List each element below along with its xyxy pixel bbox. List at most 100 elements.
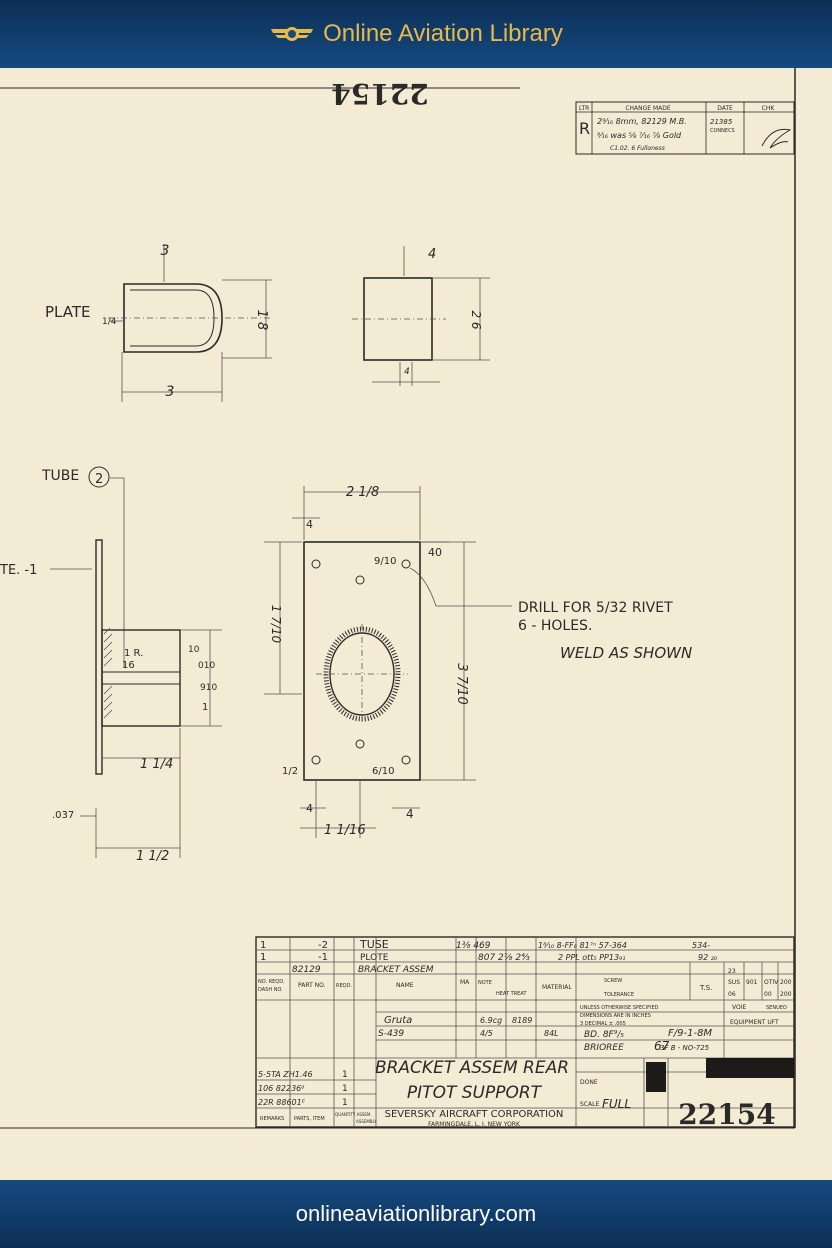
rev-line-1: 2⁹⁄₁₆ 8mm, 82129 M.B. bbox=[597, 117, 687, 126]
code-d: OTIV bbox=[764, 979, 779, 986]
note-weld: WELD AS SHOWN bbox=[560, 644, 692, 662]
dim-18: 1 8 bbox=[254, 310, 269, 331]
dim-10: 10 bbox=[188, 645, 200, 655]
scale-value: FULL bbox=[602, 1097, 631, 1111]
bom-2-dash: -1 bbox=[318, 952, 328, 963]
code-b: SUS bbox=[728, 979, 740, 986]
rev-col-ltr: LTR bbox=[579, 105, 589, 112]
small-row-3: 22R 88601ᴱ bbox=[258, 1098, 306, 1107]
revision-block: LTR CHANGE MADE DATE CHK R 2⁹⁄₁₆ 8mm, 82… bbox=[575, 101, 795, 155]
rev-col-change: CHANGE MADE bbox=[625, 105, 671, 112]
sub-number: 82129 bbox=[292, 965, 321, 975]
code-e: 200 bbox=[780, 979, 792, 986]
rev-line-2: ⁹⁄₁₆ was ⁵⁄₈ ⁷⁄₁₆ ⁷⁄₈ Gold bbox=[597, 131, 682, 140]
approve-label: UNLESS OTHERWISE SPECIFIED bbox=[580, 1005, 659, 1011]
dim-3-bottom: 3 bbox=[166, 384, 175, 400]
code-c: 901 bbox=[746, 979, 758, 986]
footer-code-3: QUANTITY ASSEM. bbox=[335, 1112, 372, 1117]
site-name: Online Aviation Library bbox=[323, 20, 563, 47]
title-line-2: PITOT SUPPORT bbox=[407, 1083, 543, 1103]
rev-date: 21385 bbox=[710, 118, 733, 126]
plate-side-label: TE. -1 bbox=[0, 563, 37, 578]
dim-4-top: 4 bbox=[428, 247, 436, 262]
rev-col-chk: CHK bbox=[762, 105, 776, 112]
dim-037: .037 bbox=[52, 810, 74, 821]
tube-num: 2 bbox=[95, 472, 103, 487]
note-drill: DRILL FOR 5/32 RIVET bbox=[518, 600, 673, 616]
dim-3-top: 3 bbox=[161, 243, 170, 259]
small-count-1: 1 bbox=[342, 1070, 348, 1080]
sub-name: BRACKET ASSEM bbox=[358, 965, 434, 975]
bom-2-c1: 807 2⅞ 2⁴⁄₃ bbox=[478, 953, 530, 963]
mat-label-11: TOLERANCE bbox=[603, 992, 634, 998]
dim-4-small: 4 bbox=[404, 367, 410, 377]
mat-val-4: 8189 bbox=[512, 1016, 532, 1025]
dim-116: 16 bbox=[122, 660, 135, 671]
small-row-2: 106 82236⁶ bbox=[258, 1084, 305, 1093]
plate-label: PLATE bbox=[45, 303, 90, 321]
f-text: F/9-1-8M bbox=[668, 1028, 712, 1039]
dim-010: 010 bbox=[198, 661, 215, 671]
code-senueo: SENUEO bbox=[766, 1005, 787, 1011]
title-line-1: BRACKET ASSEM REAR bbox=[375, 1058, 569, 1078]
dim-2-6: 2 6 bbox=[469, 310, 483, 329]
checked-text: BRIOREE bbox=[584, 1043, 624, 1053]
technical-drawing: 22154 LTR CHANGE MADE DATE CHK R 2⁹⁄₁₆ 8… bbox=[0, 68, 796, 1131]
plate-view: 3 3 1 8 PLATE 1/4 bbox=[45, 243, 272, 402]
dim-1-116: 1 1/16 bbox=[324, 823, 366, 838]
mat-label-12: T.S. bbox=[699, 984, 712, 992]
bom-1-name: TUSE bbox=[359, 938, 389, 951]
code-g: 00 bbox=[764, 991, 772, 998]
bom-1-dash: -2 bbox=[318, 940, 328, 951]
bom-1-c1: 1⅜ 469 bbox=[456, 941, 491, 951]
bom-2-c3: 92 ₂₀ bbox=[698, 953, 718, 962]
dim-910: 910 bbox=[200, 683, 217, 693]
winged-emblem-icon bbox=[271, 27, 314, 41]
bom-1-c3: 534- bbox=[692, 941, 710, 950]
dim-3-710: 3 7/10 bbox=[454, 663, 469, 705]
title-block: 1 -2 TUSE 1⅜ 469 1⁸⁄₁₀ 8-FF₆ 81⁷ⁿ 57-364… bbox=[255, 936, 795, 1131]
drawn-text: BD. 8F⁹/₅ bbox=[584, 1030, 624, 1040]
dim-1r: 1 R. bbox=[124, 648, 143, 659]
footer-code-2: PARTS, ITEM bbox=[294, 1116, 325, 1122]
approve-text-2: 3 DECIMAL ± .005 bbox=[580, 1021, 626, 1027]
company-name: SEVERSKY AIRCRAFT CORPORATION bbox=[385, 1109, 564, 1120]
note-holes: 6 - HOLES. bbox=[518, 618, 592, 634]
side-view: TUBE 2 TE. -1 1 R. 16 10 010 910 1 bbox=[0, 466, 222, 864]
dim-1-12: 1 1/2 bbox=[136, 849, 169, 864]
brand[interactable]: Online Aviation Library bbox=[269, 20, 563, 48]
ref-label: EQUIPMENT UFT bbox=[730, 1019, 779, 1026]
mat-label-10: SCREW bbox=[604, 978, 622, 984]
small-count-2: 1 bbox=[342, 1084, 348, 1094]
mat-label-8: HEAT TREAT bbox=[496, 991, 527, 997]
mat-label-3: PART NO. bbox=[298, 982, 326, 989]
code-voie: VOIE bbox=[732, 1004, 746, 1011]
mat-label-4: REQD. bbox=[336, 983, 352, 989]
plate-end-view: 4 2 6 4 bbox=[352, 246, 490, 386]
mat-label-2: DASH NO. bbox=[258, 987, 283, 993]
company-city: FARMINGDALE, L. I. NEW YORK bbox=[428, 1121, 521, 1128]
bom-2-name: PLOTE bbox=[360, 953, 389, 963]
plate-front-view: 2 1/8 4 40 9/10 1 7/10 3 7/10 bbox=[264, 485, 512, 838]
dim-1-side: 1 bbox=[202, 702, 208, 713]
dim-610: 6/10 bbox=[372, 766, 394, 777]
bom-2-c2: 2 PPL ott₅ PP13₉₁ bbox=[558, 953, 625, 962]
drawn-value: 67 bbox=[654, 1039, 670, 1053]
mat-val-1: Gruta bbox=[384, 1015, 412, 1026]
footer-code-1: REMARKS bbox=[260, 1116, 284, 1122]
site-footer: onlineaviationlibrary.com bbox=[0, 1180, 832, 1248]
code-a: 23 bbox=[728, 968, 736, 975]
bom-1-qty: 1 bbox=[260, 940, 266, 951]
site-url-link[interactable]: onlineaviationlibrary.com bbox=[295, 1201, 537, 1226]
small-row-1: 5-5TA ZH1.46 bbox=[258, 1070, 313, 1079]
mat-label-6: MA bbox=[460, 979, 470, 986]
dim-1-14: 1 1/4 bbox=[140, 757, 173, 772]
f-text-2: 3F B - NO-725 bbox=[660, 1044, 710, 1052]
mat-val-6: 84L bbox=[544, 1029, 559, 1038]
footer-code-4: ASSEMBLY bbox=[356, 1119, 377, 1124]
mat-label-5: NAME bbox=[396, 982, 414, 989]
rev-col-date: DATE bbox=[717, 105, 733, 112]
bom-2-qty: 1 bbox=[260, 952, 266, 963]
small-count-3: 1 bbox=[342, 1098, 348, 1108]
tube-label: TUBE bbox=[41, 468, 79, 484]
